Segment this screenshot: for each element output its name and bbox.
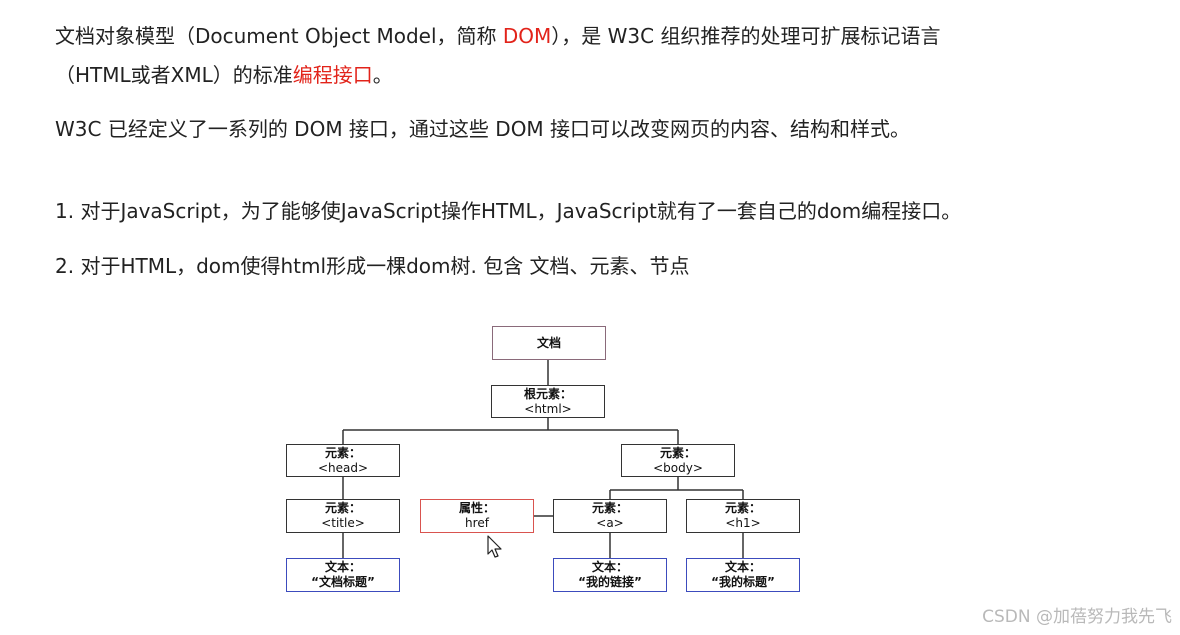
node-text-h1-line1: 文本： <box>724 560 761 574</box>
node-text-a-line1: 文本： <box>591 560 628 574</box>
dom-keyword: DOM <box>502 24 552 48</box>
node-title-line2: <title> <box>321 516 365 530</box>
node-root-line1: 根元素： <box>523 386 572 401</box>
node-a-line1: 元素： <box>591 501 628 515</box>
csdn-watermark: CSDN @加蓓努力我先飞 <box>982 607 1172 627</box>
node-body: 元素： <body> <box>621 444 735 477</box>
node-head-line1: 元素： <box>324 445 361 460</box>
p1-text-pre: 文档对象模型（Document Object Model，简称 <box>55 24 503 48</box>
node-head-line2: <head> <box>317 460 369 475</box>
programming-interface-keyword: 编程接口 <box>292 63 373 87</box>
node-h1: 元素： <h1> <box>686 499 800 533</box>
node-attribute-href: 属性： href <box>420 499 534 533</box>
node-a-line2: <a> <box>596 516 624 530</box>
p1-line2-pre: （HTML或者XML）的标准 <box>55 63 293 87</box>
node-text-title-line1: 文本： <box>324 560 361 574</box>
node-text-h1-line2: “我的标题” <box>711 575 775 589</box>
node-document-label: 文档 <box>536 335 561 350</box>
node-h1-line1: 元素： <box>724 501 761 515</box>
node-h1-line2: <h1> <box>725 516 761 530</box>
p1-line2-post: 。 <box>372 63 393 87</box>
node-a: 元素： <a> <box>553 499 667 533</box>
node-attr-line2: href <box>465 516 489 530</box>
node-title-line1: 元素： <box>324 501 361 515</box>
node-head: 元素： <head> <box>286 444 400 477</box>
node-document: 文档 <box>492 326 606 360</box>
node-root-html: 根元素： <html> <box>491 385 605 418</box>
node-body-line1: 元素： <box>659 445 696 460</box>
list-item-1: 1. 对于JavaScript，为了能够使JavaScript操作HTML，Ja… <box>55 199 962 223</box>
node-text-h1: 文本： “我的标题” <box>686 558 800 592</box>
mouse-pointer-icon <box>487 535 502 558</box>
paragraph-1-line-2: （HTML或者XML）的标准编程接口。 <box>55 61 393 89</box>
node-text-a: 文本： “我的链接” <box>553 558 667 592</box>
node-body-line2: <body> <box>653 460 703 475</box>
node-title: 元素： <title> <box>286 499 400 533</box>
list-item-2: 2. 对于HTML，dom使得html形成一棵dom树. 包含 文档、元素、节点 <box>55 254 690 278</box>
node-root-line2: <html> <box>524 401 572 416</box>
node-text-title: 文本： “文档标题” <box>286 558 400 592</box>
paragraph-2: W3C 已经定义了一系列的 DOM 接口，通过这些 DOM 接口可以改变网页的内… <box>55 117 911 141</box>
node-text-title-line2: “文档标题” <box>311 575 375 589</box>
node-text-a-line2: “我的链接” <box>578 575 642 589</box>
p1-text-post: ），是 W3C 组织推荐的处理可扩展标记语言 <box>551 24 941 48</box>
paragraph-1-line-1: 文档对象模型（Document Object Model，简称 DOM），是 W… <box>55 22 940 50</box>
node-attr-line1: 属性： <box>458 501 495 515</box>
